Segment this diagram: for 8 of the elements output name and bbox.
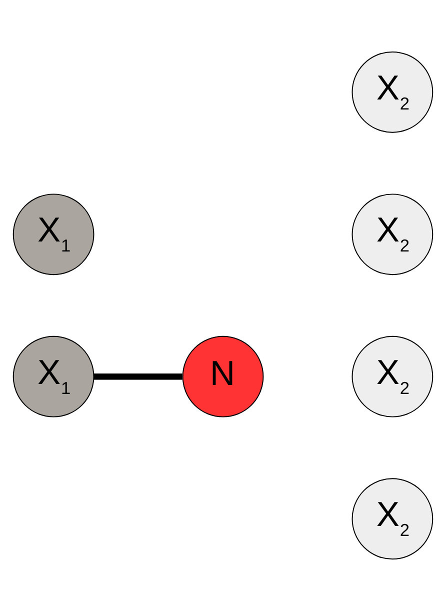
node-circle: X$_{2}$ bbox=[352, 478, 434, 560]
node-circle: X$_{2}$ bbox=[352, 336, 434, 418]
node-circle: X$_{2}$ bbox=[352, 194, 434, 276]
node-circle: X$_{1}$ bbox=[12, 336, 94, 418]
connector bbox=[94, 374, 182, 380]
node-circle: X$_{1}$ bbox=[12, 194, 94, 276]
node-circle: N bbox=[182, 336, 264, 418]
node-circle: X$_{2}$ bbox=[352, 51, 434, 133]
